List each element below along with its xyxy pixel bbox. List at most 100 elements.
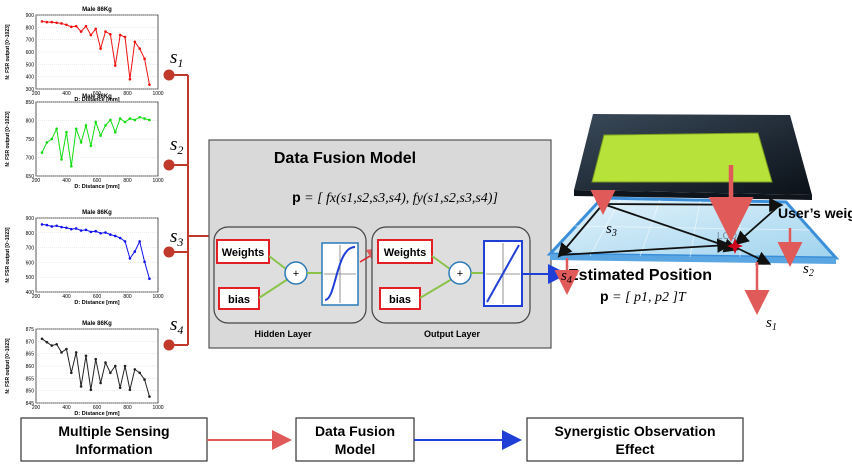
chart-xtick-label: 1000 [152,294,163,300]
chart-point [133,118,137,122]
chart-point [109,371,112,375]
chart-ylabel: N: FSR output [0~1023] [5,111,11,166]
chart-point [143,378,146,381]
chart-xlabel: D: Distance [mm] [74,184,119,190]
chart-point [138,115,141,119]
chart-point [118,33,122,37]
flow-fusion-line2: Model [335,441,375,457]
chart-point [70,227,73,231]
chart-point [70,164,73,168]
chart-point [113,64,117,67]
chart-xtick-label: 1000 [152,178,163,184]
chart-xlabel: D: Distance [mm] [74,97,119,103]
hidden-layer-label: Hidden Layer [254,329,312,339]
chart-ytick-label: 700 [26,156,35,162]
chart-point [104,124,107,127]
chart-point [113,234,117,238]
lcd-watermark: LCD [717,231,737,242]
chart-xtick-label: 400 [62,178,71,184]
output-layer-block: Weights bias + Output Layer [371,226,531,339]
chart-point [148,277,151,281]
platform-label-s1: s1 [766,315,777,333]
chart-xtick-label: 200 [32,91,41,97]
chart-ytick-label: 500 [26,62,35,68]
chart-xlabel: D: Distance [mm] [74,300,119,306]
chart-point [123,35,127,39]
chart-ytick-label: 875 [26,327,35,333]
chart-point [94,229,98,233]
chart-point [50,344,54,347]
chart-point [89,144,93,148]
signal-label-s1: s1 [170,47,183,70]
chart-point [84,124,88,127]
chart-point [148,118,151,122]
platform-illustration: LCD User’s weight s3 s4 s2 s1 [546,114,852,333]
fusion-title: Data Fusion Model [274,150,416,167]
chart-xtick-label: 200 [32,405,41,411]
chart-point [123,364,127,368]
data-fusion-panel: Data Fusion Model p = [ fx(s1,s2,s3,s4),… [208,139,552,349]
chart-point [104,361,107,364]
chart-xtick-label: 400 [62,405,71,411]
chart-point [133,40,137,44]
chart-point [50,20,54,24]
chart-point [55,224,58,228]
chart-ytick-label: 800 [26,119,35,125]
flow-sensing-line2: Information [76,441,153,457]
chart-ylabel: N: FSR output [0~1023] [5,227,11,282]
chart-point [84,354,88,358]
output-bias-box [379,287,421,310]
output-bias-label: bias [389,294,411,306]
chart-point [60,351,63,354]
chart-point [109,33,112,36]
hidden-weights-label: Weights [222,247,265,259]
chart-ytick-label: 850 [26,100,35,106]
chart-plot-area [35,217,159,293]
s1-node [163,69,175,81]
chart-point [94,27,98,31]
chart-point [143,57,146,61]
chart-point [70,25,73,29]
chart-point [79,141,83,144]
chart-point [60,158,63,161]
chart-ytick-label: 855 [26,376,35,382]
s3-node [163,246,175,258]
chart-point [109,118,112,122]
chart-point [104,30,107,33]
chart-xtick-label: 600 [93,91,102,97]
flow-box-sensing [20,417,208,462]
chart-xtick-label: 800 [123,294,132,300]
chart-point [84,24,88,28]
estimated-position-title: Estimated Position [568,267,712,284]
chart-point [104,231,107,234]
chart-xtick-label: 400 [62,91,71,97]
output-layer-label: Output Layer [424,329,481,339]
chart-ytick-label: 800 [26,25,35,31]
hidden-weights-box [216,239,270,264]
chart-point [99,134,102,137]
chart-ytick-label: 600 [26,260,35,266]
flow-box-fusion [295,417,415,462]
chart-xtick-label: 800 [123,178,132,184]
chart-xtick-label: 1000 [152,91,163,97]
chart-point [99,381,102,385]
chart-point [60,22,63,25]
chart-point [79,229,83,232]
chart-point [118,386,122,390]
chart-xtick-label: 800 [123,91,132,97]
chart-point [74,227,78,230]
chart-ytick-label: 400 [26,75,35,81]
chart-ytick-label: 400 [26,290,35,296]
chart-point [143,260,146,264]
chart-xtick-label: 600 [93,294,102,300]
flow-synergy-line2: Effect [616,441,655,457]
platform-label-s3: s3 [606,221,617,239]
chart-point [89,388,93,392]
chart-title: Male 86Kg [82,94,112,100]
chart-ylabel: N: FSR output [0~1023] [5,338,11,393]
chart-point [65,23,68,27]
chart-ytick-label: 900 [26,13,35,19]
